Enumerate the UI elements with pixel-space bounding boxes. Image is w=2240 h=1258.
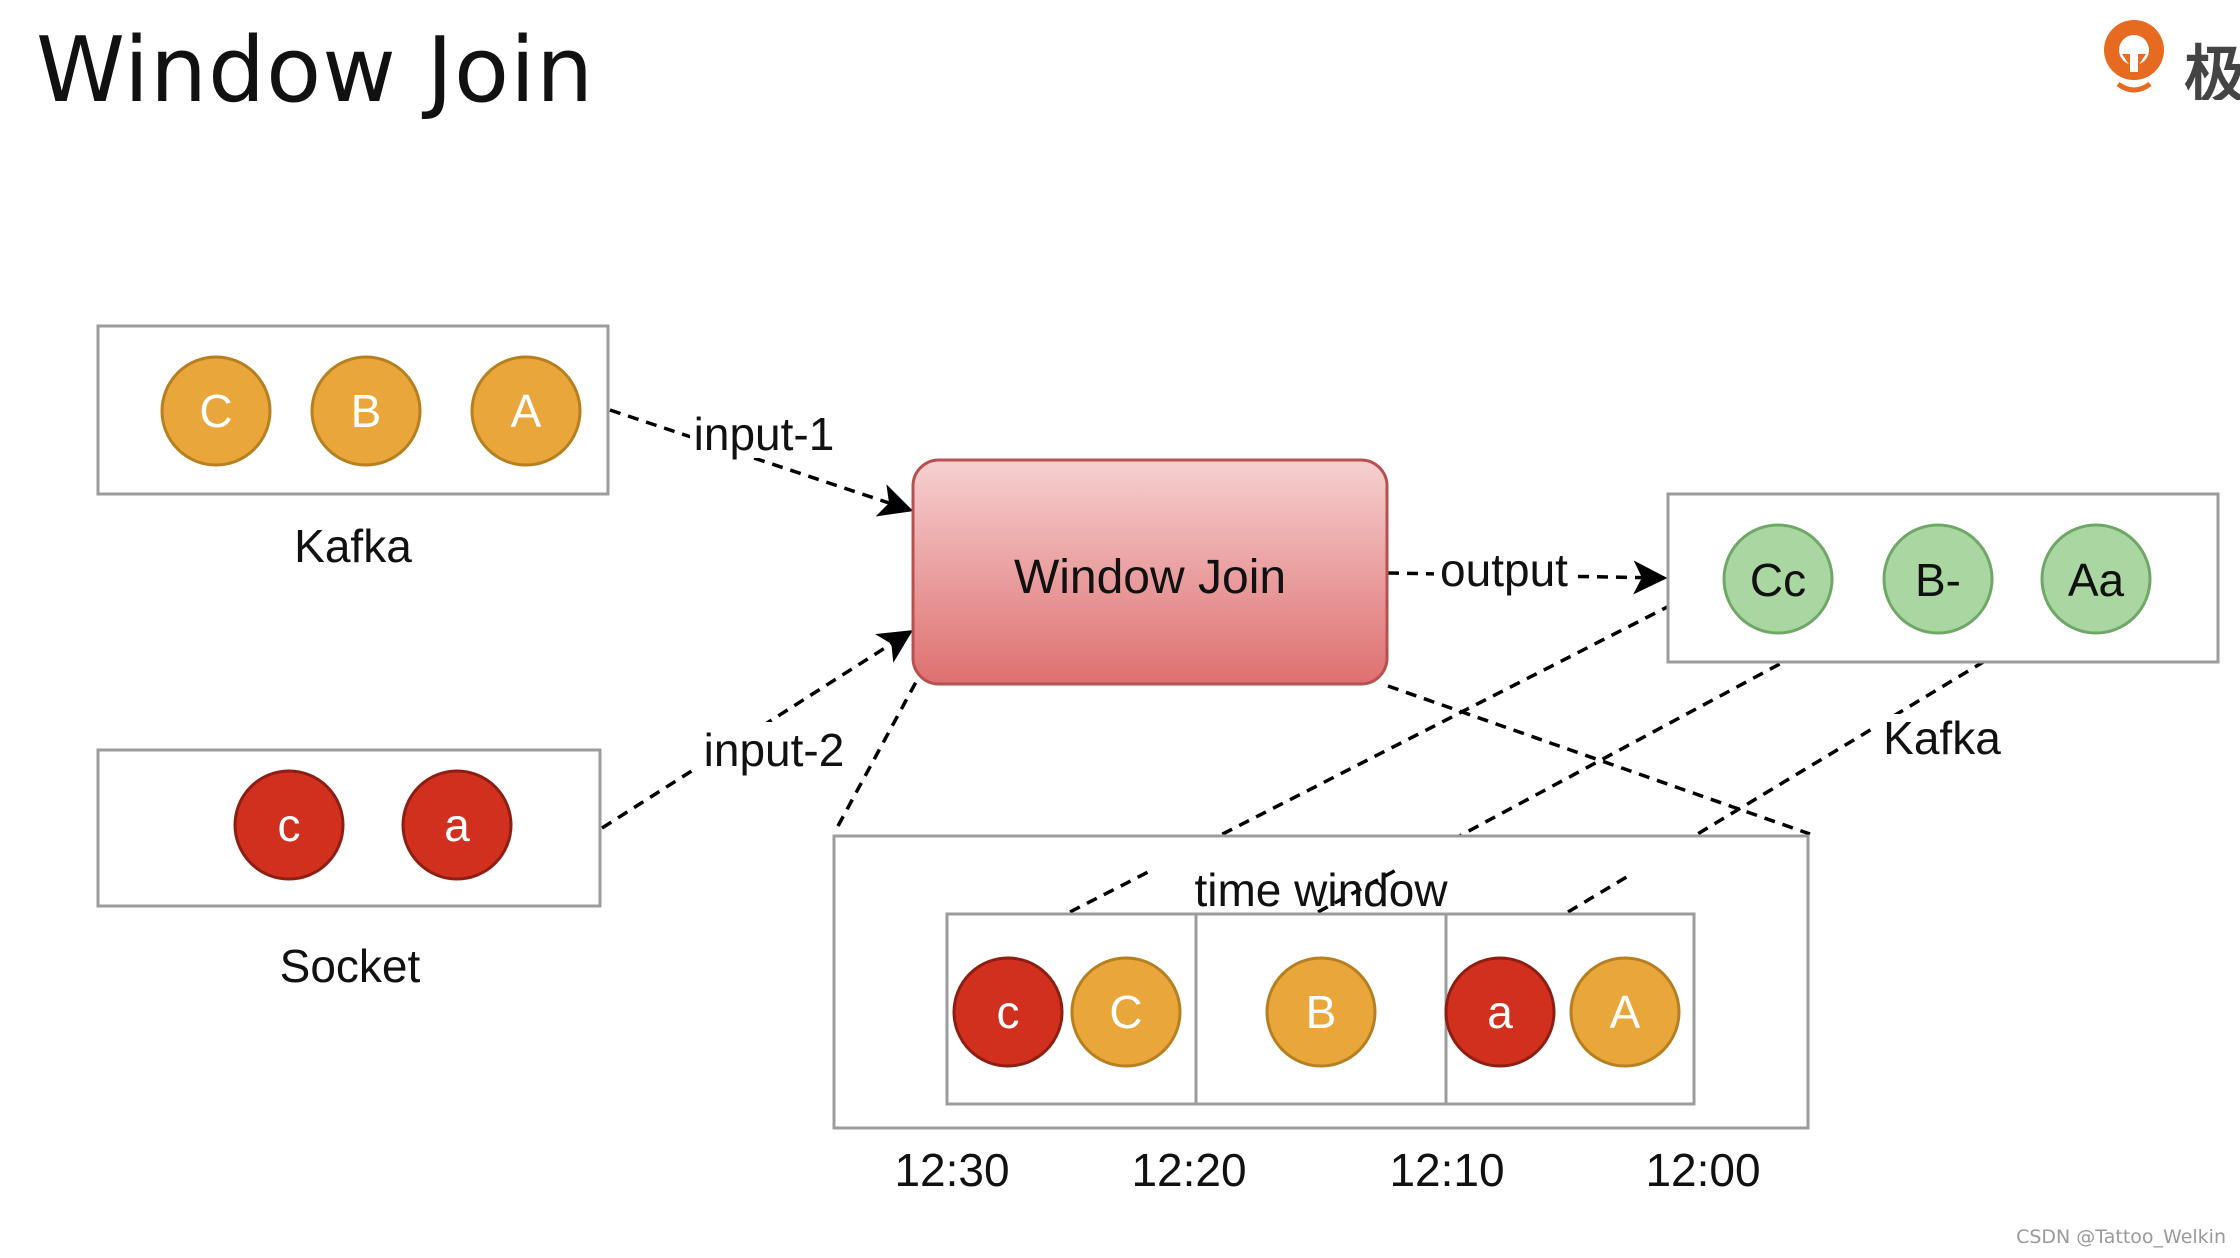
ball-label: C [1109,986,1142,1038]
ball-red [952,956,1064,1068]
ball-green [1882,523,1994,635]
window-traces-inside [1069,866,1631,914]
edge-window-right [1387,684,1811,836]
ball-orange [160,355,272,467]
event-ball: a [1444,956,1556,1068]
event-ball: B [310,355,422,467]
edge-input-1 [609,408,914,517]
ball-orange [1265,956,1377,1068]
ball-label: a [1487,986,1513,1038]
event-ball: A [1569,956,1681,1068]
window-cell-3-items: a A [1444,956,1681,1068]
time-axis: 12:30 12:20 12:10 12:00 [894,1144,1760,1196]
edge-input-2 [601,630,913,830]
event-ball: a [401,769,513,881]
trace-b-inner [1317,866,1401,914]
edge-label-input-2: input-2 [704,724,845,776]
event-ball: C [1070,956,1182,1068]
kafka-sink-label: Kafka [1883,712,2001,764]
time-tick: 12:20 [1131,1144,1246,1196]
ball-orange [1070,956,1182,1068]
socket-source-items: c a [233,769,513,881]
event-ball: C [160,355,272,467]
result-ball: Aa [2040,523,2152,635]
window-join-label: Window Join [1014,551,1286,604]
ball-label: Cc [1750,554,1806,606]
event-ball: c [952,956,1064,1068]
event-ball: B [1265,956,1377,1068]
ball-label: A [511,385,542,437]
edge-label-bg [690,408,838,458]
trace-aa-inner [1567,873,1631,914]
ball-orange [310,355,422,467]
logo-text: 极 [2184,38,2240,100]
ball-green [1722,523,1834,635]
ball-label: A [1610,986,1641,1038]
kafka-source-label: Kafka [294,520,412,572]
time-window-label: time window [1194,864,1448,916]
time-tick: 12:10 [1389,1144,1504,1196]
window-cell-2-items: B [1265,956,1377,1068]
edge-label-bg [696,722,850,774]
ball-label: c [997,986,1020,1038]
event-ball: c [233,769,345,881]
socket-source-box [96,748,602,908]
window-join-node [911,458,1389,686]
geektime-logo-icon [2104,20,2164,93]
socket-source-label: Socket [280,940,421,992]
edge-label-output: output [1440,544,1568,596]
ball-green [2040,523,2152,635]
ball-label: c [278,799,301,851]
trace-cc-inner [1069,867,1155,914]
result-ball: Cc [1722,523,1834,635]
ball-label: a [444,799,470,851]
edge-label-input-1: input-1 [694,408,835,460]
ball-red [401,769,513,881]
kafka-source-items: C B A [160,355,582,467]
edge-label-bg [1872,714,2008,766]
window-cell-1-items: c C [952,956,1182,1068]
edge-label-bg [1434,546,1574,596]
result-ball: B- [1882,523,1994,635]
ball-red [1444,956,1556,1068]
time-tick: 12:00 [1645,1144,1760,1196]
watermark: CSDN @Tattoo_Welkin [2016,1226,2226,1248]
ball-label: Aa [2068,554,2125,606]
ball-label: B- [1915,554,1961,606]
ball-label: B [1306,986,1337,1038]
kafka-sink-items: Cc B- Aa [1722,523,2152,635]
edge-window-left [836,681,918,827]
event-ball: A [470,355,582,467]
logo: 极 [2096,10,2240,100]
ball-orange [470,355,582,467]
ball-label: C [199,385,232,437]
slide-title: Window Join [36,18,595,123]
ball-red [233,769,345,881]
ball-label: B [351,385,382,437]
ball-orange [1569,956,1681,1068]
time-tick: 12:30 [894,1144,1009,1196]
